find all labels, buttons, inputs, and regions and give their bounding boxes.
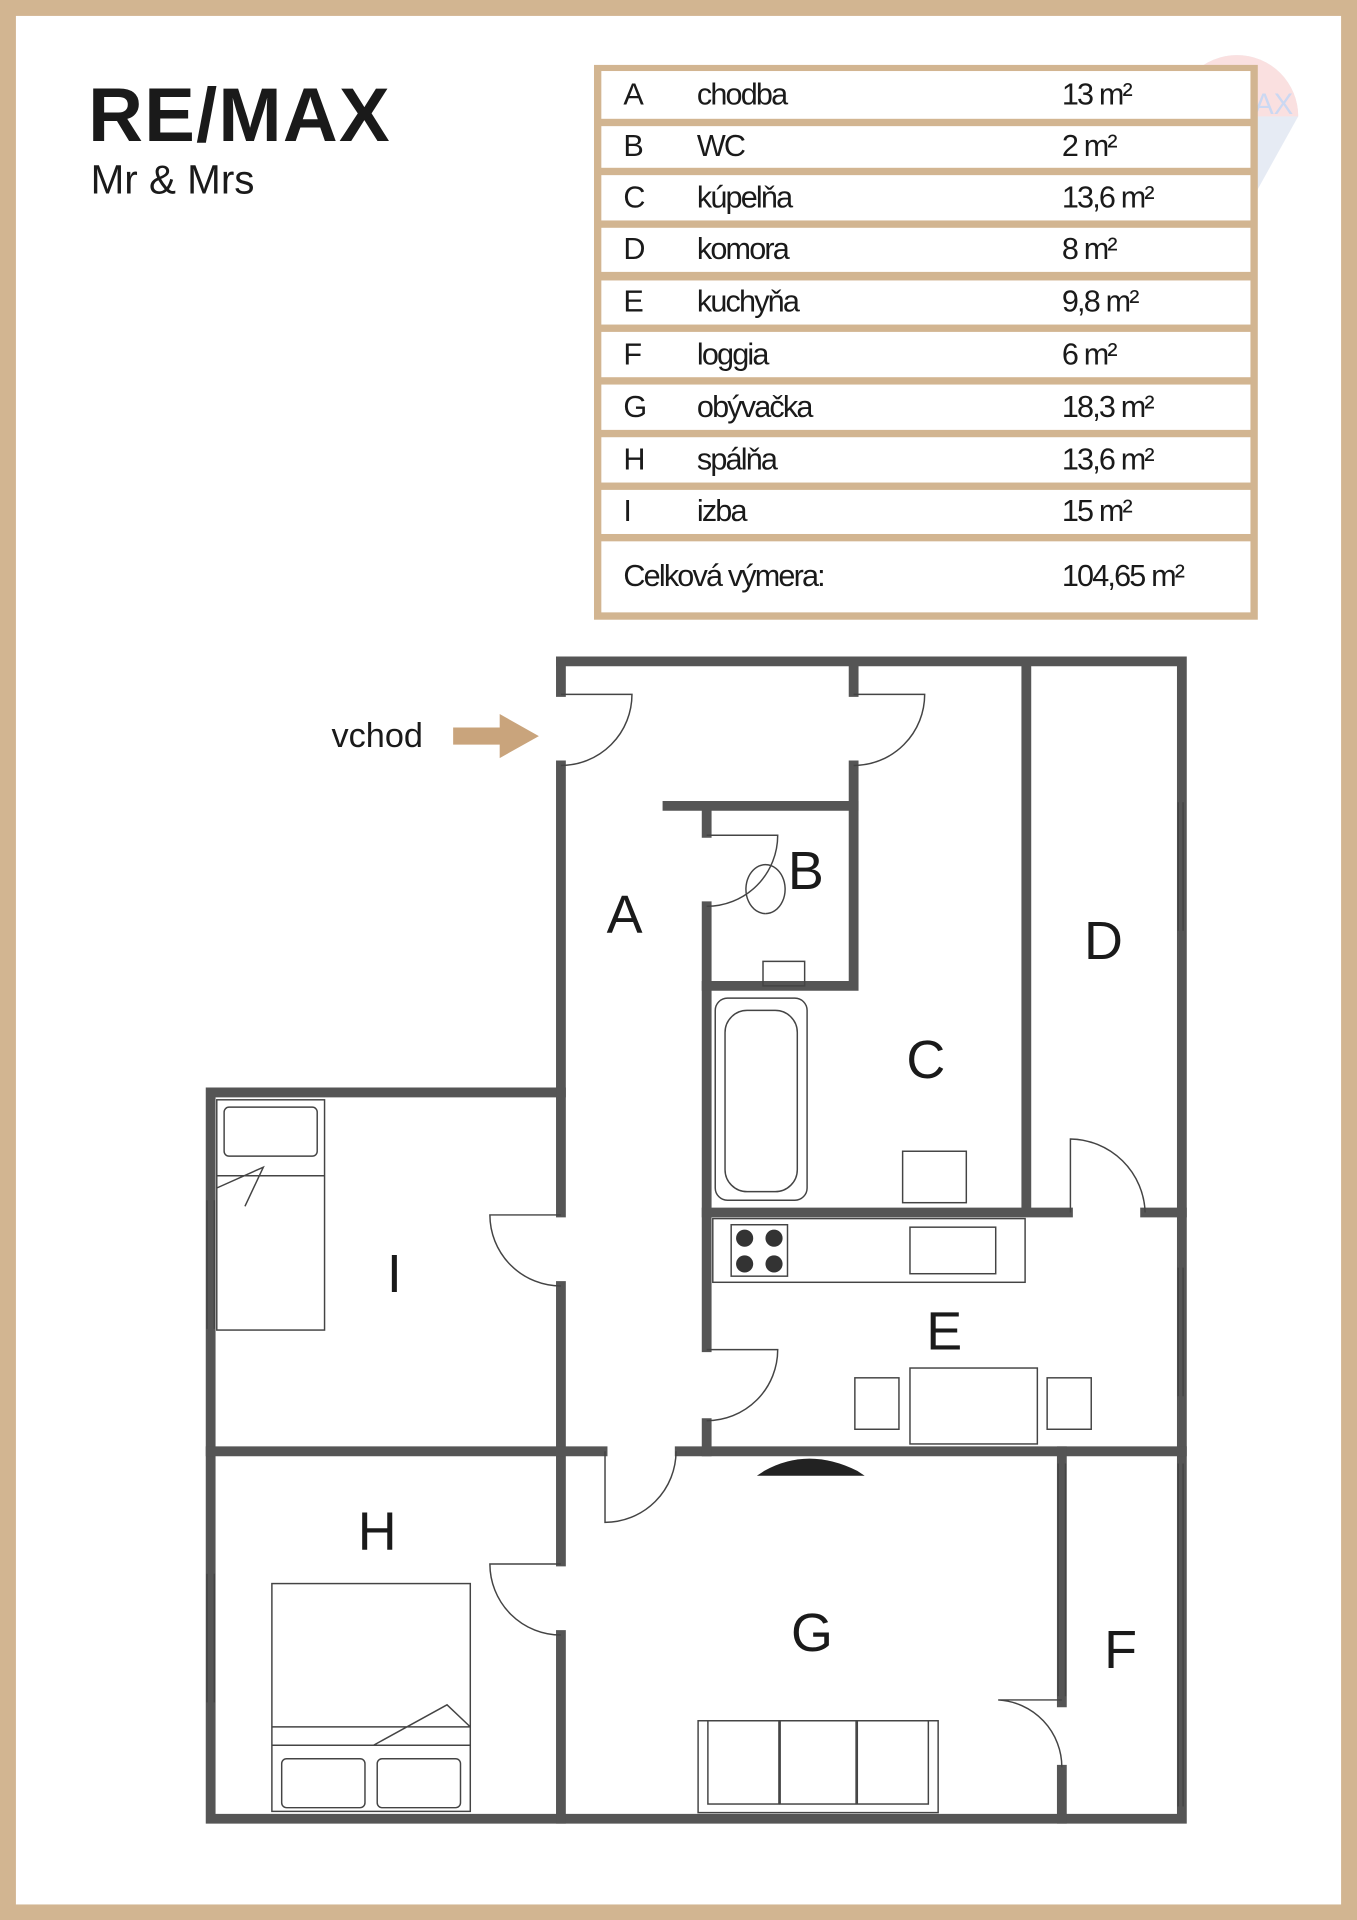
room-area: 2 m²: [1061, 129, 1118, 164]
room-name: WC: [696, 129, 746, 164]
total-label: Celková výmera:: [623, 559, 825, 594]
room-id: B: [623, 129, 643, 164]
sofa: [697, 1720, 939, 1814]
room-area: 13 m²: [1061, 77, 1133, 112]
chair: [854, 1377, 900, 1430]
room-id: C: [623, 180, 645, 215]
room-name: kúpelňa: [696, 180, 793, 215]
room-id: F: [623, 336, 642, 372]
room-label-i: I: [387, 1244, 402, 1304]
room-area: 6 m²: [1061, 336, 1118, 372]
room-id: A: [623, 77, 643, 112]
room-label-e: E: [926, 1302, 962, 1362]
room-name: kuchyňa: [696, 284, 800, 320]
radiator-icon: [756, 1458, 865, 1476]
room-label-a: A: [607, 885, 643, 945]
bathtub-icon: [714, 997, 808, 1201]
walls: [205, 656, 1187, 1824]
dining-table: [909, 1367, 1039, 1445]
room-id: I: [623, 494, 632, 529]
entrance-arrow-icon: [453, 714, 539, 759]
furniture: [216, 863, 1092, 1814]
room-name: loggia: [696, 336, 770, 372]
office-name: Mr & Mrs: [90, 156, 255, 203]
washbasin-icon: [901, 1150, 968, 1204]
room-labels: A B C D E F G H I: [358, 841, 1137, 1680]
room-id: D: [623, 232, 645, 267]
stove-icon: [730, 1223, 789, 1277]
room-id: H: [623, 442, 645, 477]
room-name: obývačka: [696, 389, 813, 424]
room-label-c: C: [906, 1030, 945, 1090]
remax-logo: RE/MAX: [88, 73, 391, 158]
windows: [206, 802, 1184, 1807]
room-label-d: D: [1084, 911, 1123, 971]
room-id: G: [623, 389, 647, 424]
single-bed: [216, 1099, 326, 1331]
room-area: 9,8 m²: [1061, 284, 1140, 320]
total-row: Celková výmera: 104,65 m²: [601, 541, 1251, 613]
room-label-f: F: [1104, 1620, 1137, 1680]
room-area: 15 m²: [1061, 494, 1133, 529]
room-name: chodba: [696, 77, 788, 112]
double-bed: [271, 1582, 472, 1813]
room-id: E: [623, 284, 643, 320]
room-label-g: G: [791, 1603, 833, 1663]
total-area: 104,65 m²: [1061, 559, 1185, 594]
table-row: B WC 2 m²: [601, 126, 1251, 168]
room-area: 13,6 m²: [1061, 180, 1155, 215]
room-name: izba: [696, 494, 748, 529]
kitchen-counter: [712, 1217, 1026, 1284]
entrance-label: vchod: [331, 717, 422, 755]
toilet-icon: [745, 863, 806, 987]
room-label-b: B: [788, 841, 824, 901]
room-name: komora: [696, 232, 790, 267]
room-label-h: H: [358, 1501, 397, 1561]
room-area: 13,6 m²: [1061, 442, 1155, 477]
sink-icon: [909, 1226, 997, 1275]
room-area: 8 m²: [1061, 232, 1118, 267]
room-name: spálňa: [696, 442, 778, 477]
chair: [1046, 1377, 1092, 1430]
room-area: 18,3 m²: [1061, 389, 1155, 424]
doors: [489, 693, 1146, 1768]
